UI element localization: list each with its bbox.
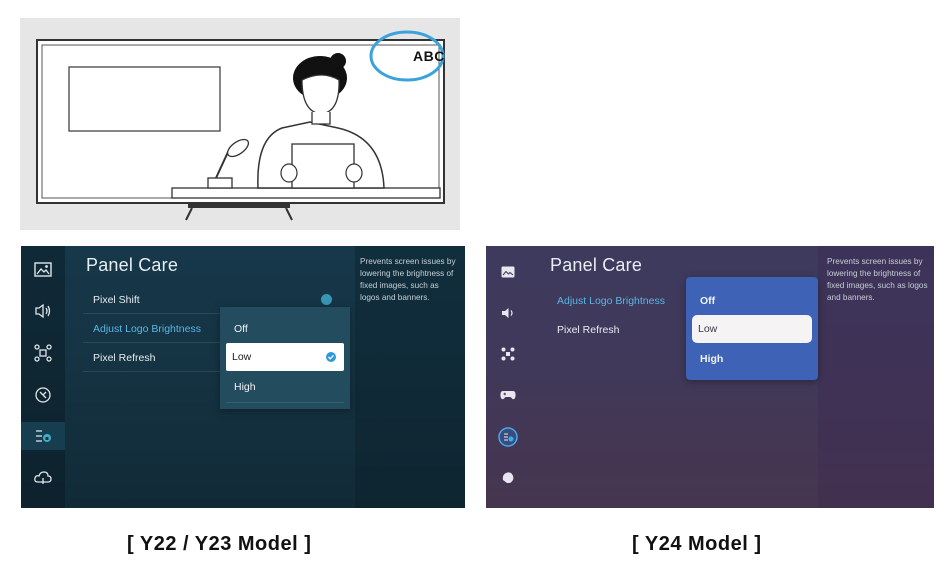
menu-item-pixel-refresh[interactable]: Pixel Refresh: [557, 324, 620, 336]
check-icon: [326, 352, 336, 362]
setting-description: Prevents screen issues by lowering the b…: [360, 257, 456, 302]
general-icon[interactable]: [486, 423, 530, 451]
tv-drawing: [36, 30, 445, 221]
menu-item-adjust-logo-brightness[interactable]: Adjust Logo Brightness: [93, 323, 201, 335]
logo-brightness-dropdown: Off Low High: [686, 277, 818, 380]
dropdown-option-off[interactable]: Off: [700, 295, 716, 307]
anchor-face: [301, 74, 340, 115]
dropdown-option-off[interactable]: Off: [234, 323, 248, 335]
dropdown-option-low-selected[interactable]: Low: [692, 315, 812, 343]
panel-title: Panel Care: [86, 255, 179, 275]
menu-item-pixel-refresh[interactable]: Pixel Refresh: [93, 352, 156, 364]
picture-icon[interactable]: [486, 258, 530, 286]
description-panel: [355, 246, 465, 508]
connection-icon[interactable]: [486, 340, 530, 368]
tv-stand-bar: [188, 204, 290, 208]
cloud-icon[interactable]: [21, 464, 65, 492]
pixel-shift-toggle-icon[interactable]: [321, 294, 332, 305]
general-icon[interactable]: [21, 422, 65, 450]
game-icon[interactable]: [486, 381, 530, 409]
connection-icon[interactable]: [21, 339, 65, 367]
news-desk: [171, 187, 441, 199]
sound-icon[interactable]: [486, 299, 530, 327]
dropdown-option-high[interactable]: High: [234, 381, 256, 393]
support-icon[interactable]: [21, 381, 65, 409]
description-panel: [818, 246, 934, 508]
logo-illustration: ABC: [20, 18, 460, 230]
setting-description: Prevents screen issues by lowering the b…: [827, 257, 928, 302]
logo-highlight-circle: [369, 30, 445, 82]
picture-icon[interactable]: [21, 256, 65, 284]
dropdown-option-low-selected[interactable]: Low: [226, 343, 344, 371]
anchor-papers: [291, 143, 355, 189]
old-model-caption: [ Y22 / Y23 Model ]: [127, 533, 312, 555]
sound-icon[interactable]: [21, 297, 65, 325]
logo-brightness-dropdown: Off Low High: [220, 307, 350, 409]
menu-item-pixel-shift[interactable]: Pixel Shift: [93, 294, 140, 306]
old-model-screen: Panel Care Prevents screen issues by low…: [21, 246, 465, 508]
support-icon[interactable]: [486, 464, 530, 492]
new-model-caption: [ Y24 Model ]: [632, 533, 762, 555]
settings-icon-rail: [21, 246, 65, 508]
panel-title: Panel Care: [550, 255, 643, 275]
settings-icon-rail: [486, 246, 530, 508]
menu-item-adjust-logo-brightness[interactable]: Adjust Logo Brightness: [557, 295, 665, 307]
station-logo-text: ABC: [413, 48, 445, 64]
microphone: [226, 138, 250, 158]
new-model-screen: Panel Care Prevents screen issues by low…: [486, 246, 934, 508]
news-board: [68, 66, 221, 132]
dropdown-option-high[interactable]: High: [700, 353, 724, 365]
